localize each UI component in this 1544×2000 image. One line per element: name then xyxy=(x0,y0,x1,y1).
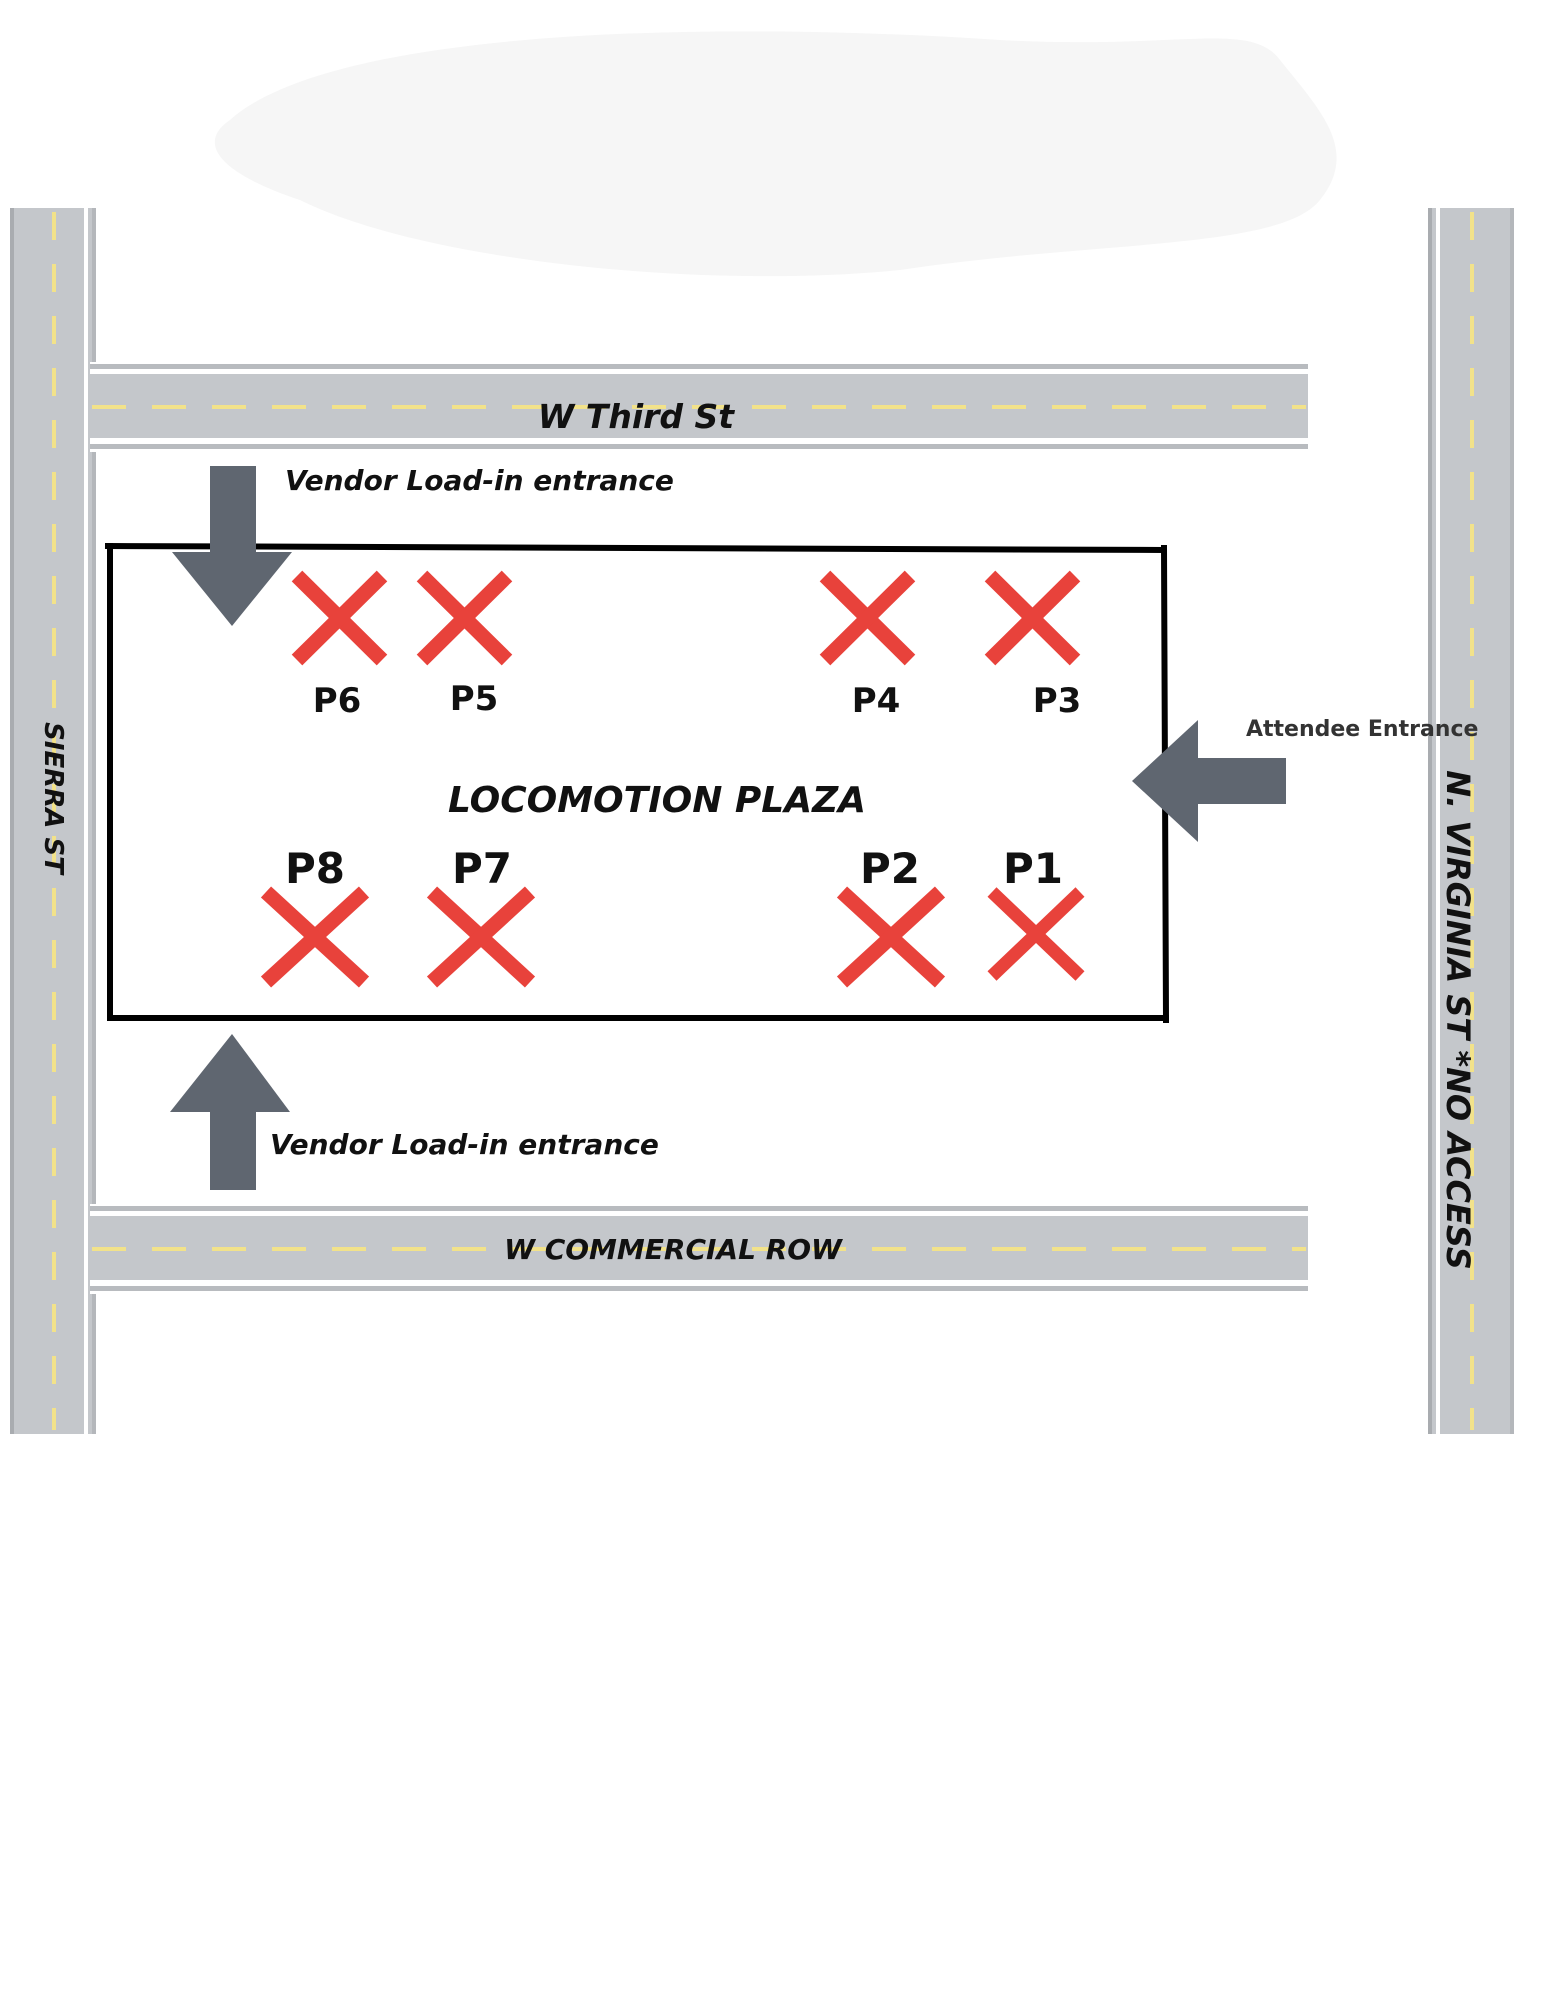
attendee-entrance-arrow-icon xyxy=(1132,720,1286,842)
w-commercial-row-road xyxy=(90,1204,1308,1294)
x-mark-icon xyxy=(987,887,1085,981)
spot-label-p8: P8 xyxy=(285,844,345,893)
spot-label-p5: P5 xyxy=(450,679,499,719)
vendor-north-label: Vendor Load-in entrance xyxy=(285,464,674,497)
spot-label-p3: P3 xyxy=(1033,681,1082,721)
spot-label-p6: P6 xyxy=(313,681,362,721)
background-smudge xyxy=(214,31,1337,277)
vendor-south-arrow-icon xyxy=(170,1034,290,1190)
x-mark-icon xyxy=(426,886,536,988)
x-mark-icon xyxy=(836,886,946,988)
vendor-north-arrow-icon xyxy=(172,466,292,626)
plaza-name: LOCOMOTION PLAZA xyxy=(448,780,866,821)
spot-label-p1: P1 xyxy=(1003,844,1063,893)
x-mark-icon xyxy=(984,570,1081,666)
x-mark-icon xyxy=(291,570,388,666)
spot-label-p4: P4 xyxy=(852,681,901,721)
vendor-south-label: Vendor Load-in entrance xyxy=(270,1128,659,1161)
w-third-st-label: W Third St xyxy=(538,397,735,436)
sierra-st-road xyxy=(10,208,96,1434)
attendee-entrance-label: Attendee Entrance xyxy=(1246,717,1478,742)
n-virginia-st-road xyxy=(1428,208,1514,1434)
n-virginia-st-label: N. VIRGINIA ST *NO ACCESS xyxy=(1439,770,1477,1270)
sierra-st-label: SIERRA ST xyxy=(38,722,68,876)
x-mark-icon xyxy=(260,886,370,988)
w-third-st-road xyxy=(90,362,1308,452)
x-mark-icon xyxy=(416,570,513,666)
spot-label-p2: P2 xyxy=(860,844,920,893)
spot-label-p7: P7 xyxy=(452,844,512,893)
w-commercial-row-label: W COMMERCIAL ROW xyxy=(504,1233,843,1266)
x-mark-icon xyxy=(819,570,916,666)
